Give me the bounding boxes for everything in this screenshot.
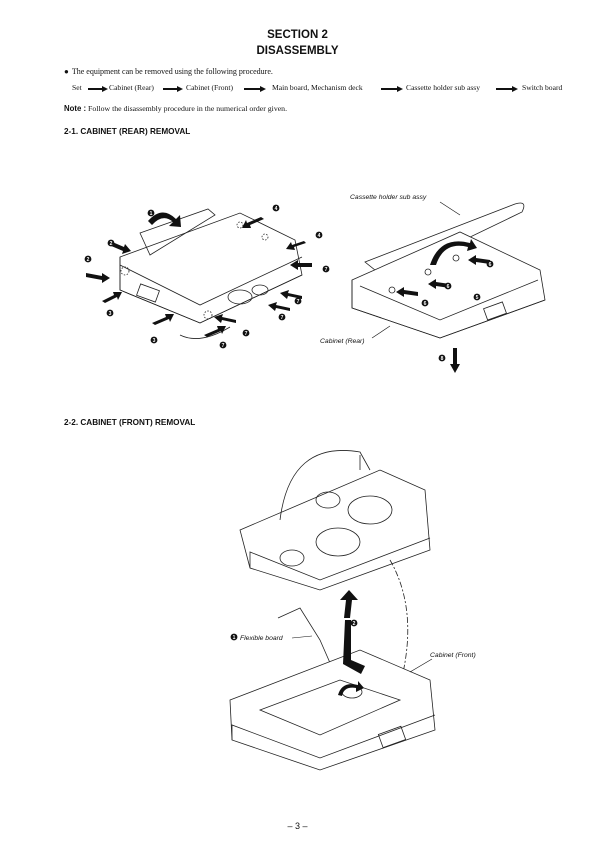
section-heading-cabinet-front: 2-2. CABINET (FRONT) REMOVAL: [64, 418, 196, 427]
page-number: – 3 –: [287, 821, 308, 831]
callout-6b: 6: [447, 284, 450, 290]
section-heading-cabinet-rear: 2-1. CABINET (REAR) REMOVAL: [64, 127, 191, 136]
callout-1: 1: [233, 635, 236, 641]
callout-7d: 7: [245, 331, 248, 337]
callout-2: 2: [353, 621, 356, 627]
note-text: Follow the disassembly procedure in the …: [88, 104, 288, 113]
flow-step-cabinet-front: Cabinet (Front): [186, 83, 234, 92]
callout-7e: 7: [222, 343, 225, 349]
callout-2: 2: [110, 241, 113, 247]
callout-2b: 2: [87, 257, 90, 263]
callout-4b: 4: [318, 233, 321, 239]
flow-step-cabinet-rear: Cabinet (Rear): [109, 83, 154, 92]
arrow-right-icon: [381, 86, 403, 92]
callout-8: 8: [441, 356, 444, 362]
callout-5: 5: [476, 295, 479, 301]
label-cabinet-front: Cabinet (Front): [430, 652, 476, 659]
callout-4: 4: [275, 206, 278, 212]
note: Note : Follow the disassembly procedure …: [64, 104, 287, 113]
callout-6a: 6: [489, 262, 492, 268]
arrow-right-icon: [244, 86, 266, 92]
intro-label: The equipment can be removed using the f…: [71, 67, 273, 76]
flow-step-switch-board: Switch board: [522, 83, 563, 92]
callout-7b: 7: [297, 299, 300, 305]
intro-text: ●The equipment can be removed using the …: [64, 67, 273, 76]
callout-7a: 7: [325, 267, 328, 273]
arrow-right-icon: [88, 86, 108, 92]
flow-step-main-board: Main board, Mechanism deck: [272, 83, 363, 92]
callout-3: 3: [109, 311, 112, 317]
flow-step-cassette-holder: Cassette holder sub assy: [406, 83, 481, 92]
flow-step-set: Set: [72, 83, 82, 92]
label-cabinet-rear: Cabinet (Rear): [320, 338, 365, 345]
callout-6c: 6: [424, 301, 427, 307]
arrow-right-icon: [163, 86, 183, 92]
cabinet-rear-figure-right: Cassette holder sub assy Cabinet (Rear) …: [320, 194, 546, 373]
arrow-right-icon: [496, 86, 518, 92]
callout-3b: 3: [153, 338, 156, 344]
label-flexible-board: Flexible board: [240, 635, 283, 642]
cabinet-front-figure: 2 1 Flexible board Cabinet (Front): [229, 450, 476, 771]
section-number: SECTION 2: [267, 29, 328, 41]
callout-1: 1: [150, 211, 153, 217]
callout-7c: 7: [281, 315, 284, 321]
label-cassette-holder: Cassette holder sub assy: [350, 194, 427, 201]
cabinet-rear-figure-left: 1 2 2 3 3 4 4 7 7 7 7 7: [84, 204, 330, 349]
bullet-icon: ●: [64, 67, 69, 76]
note-label: Note :: [64, 104, 87, 113]
page-title: DISASSEMBLY: [256, 45, 339, 57]
